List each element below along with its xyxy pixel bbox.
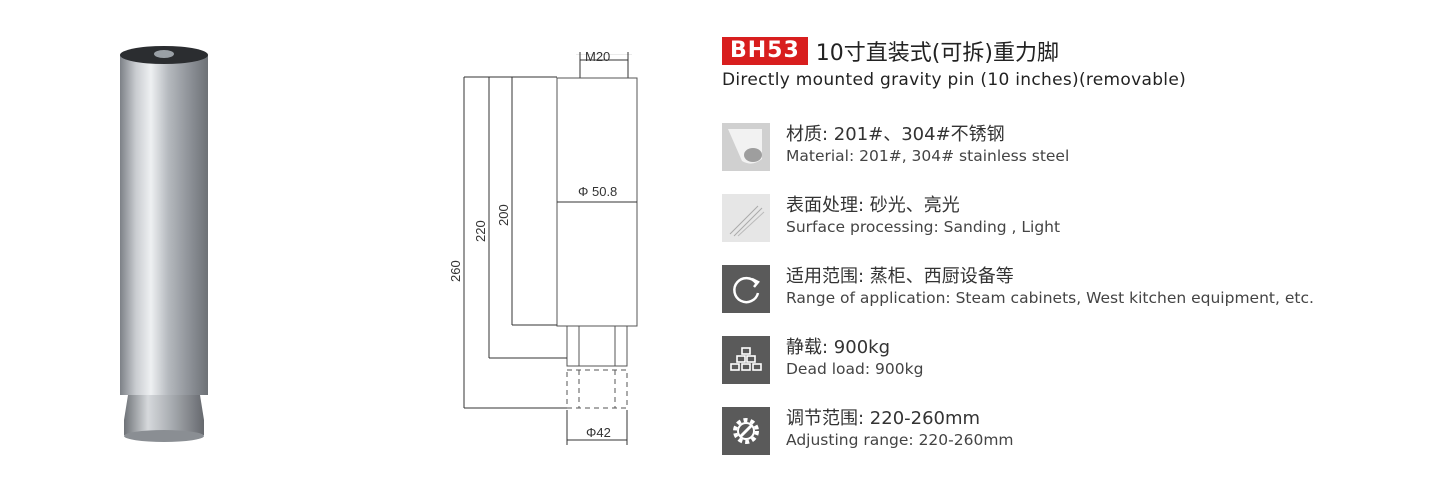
spec-adjusting-range-en: Adjusting range: 220-260mm — [786, 431, 1014, 449]
spec-adjusting-range: 调节范围: 220-260mm Adjusting range: 220-260… — [722, 407, 1422, 455]
product-title-en: Directly mounted gravity pin (10 inches)… — [722, 70, 1187, 90]
spec-application-en: Range of application: Steam cabinets, We… — [786, 289, 1314, 307]
spec-application: 适用范围: 蒸柜、西厨设备等 Range of application: Ste… — [722, 265, 1422, 313]
gear-wrench-icon — [722, 407, 770, 455]
weight-blocks-icon — [722, 336, 770, 384]
spec-surface-cn: 表面处理: 砂光、亮光 — [786, 195, 960, 216]
spec-material-en: Material: 201#, 304# stainless steel — [786, 147, 1070, 165]
surface-finish-icon — [722, 194, 770, 242]
dimension-200: 200 — [496, 204, 511, 226]
dimension-220: 220 — [473, 220, 488, 242]
technical-drawing: M20 Φ 50.8 Φ42 260 220 200 — [448, 49, 638, 445]
thread-dimension-label: M20 — [585, 49, 610, 64]
foot-diameter-label: Φ42 — [586, 425, 611, 440]
drawing-stem — [566, 325, 628, 367]
dimension-260: 260 — [448, 260, 463, 282]
material-sample-icon — [722, 123, 770, 171]
refresh-cycle-icon — [722, 265, 770, 313]
spec-dead-load: 静载: 900kg Dead load: 900kg — [722, 336, 1422, 384]
drawing-foot-dashed — [566, 369, 628, 409]
spec-adjusting-range-cn: 调节范围: 220-260mm — [786, 408, 981, 429]
product-header: BH53 10寸直装式(可拆)重力脚 Directly mounted grav… — [722, 36, 1186, 90]
product-title-cn: 10寸直装式(可拆)重力脚 — [815, 41, 1059, 66]
spec-surface: 表面处理: 砂光、亮光 Surface processing: Sanding … — [722, 194, 1422, 242]
spec-material-cn: 材质: 201#、304#不锈钢 — [786, 124, 1005, 145]
product-photo — [120, 46, 208, 442]
product-code-badge: BH53 — [722, 37, 808, 65]
body-diameter-label: Φ 50.8 — [578, 184, 617, 199]
spec-material: 材质: 201#、304#不锈钢 Material: 201#, 304# st… — [722, 123, 1422, 171]
spec-dead-load-en: Dead load: 900kg — [786, 360, 924, 378]
spec-surface-en: Surface processing: Sanding , Light — [786, 218, 1061, 236]
spec-dead-load-cn: 静载: 900kg — [786, 337, 890, 358]
spec-application-cn: 适用范围: 蒸柜、西厨设备等 — [786, 266, 1014, 287]
